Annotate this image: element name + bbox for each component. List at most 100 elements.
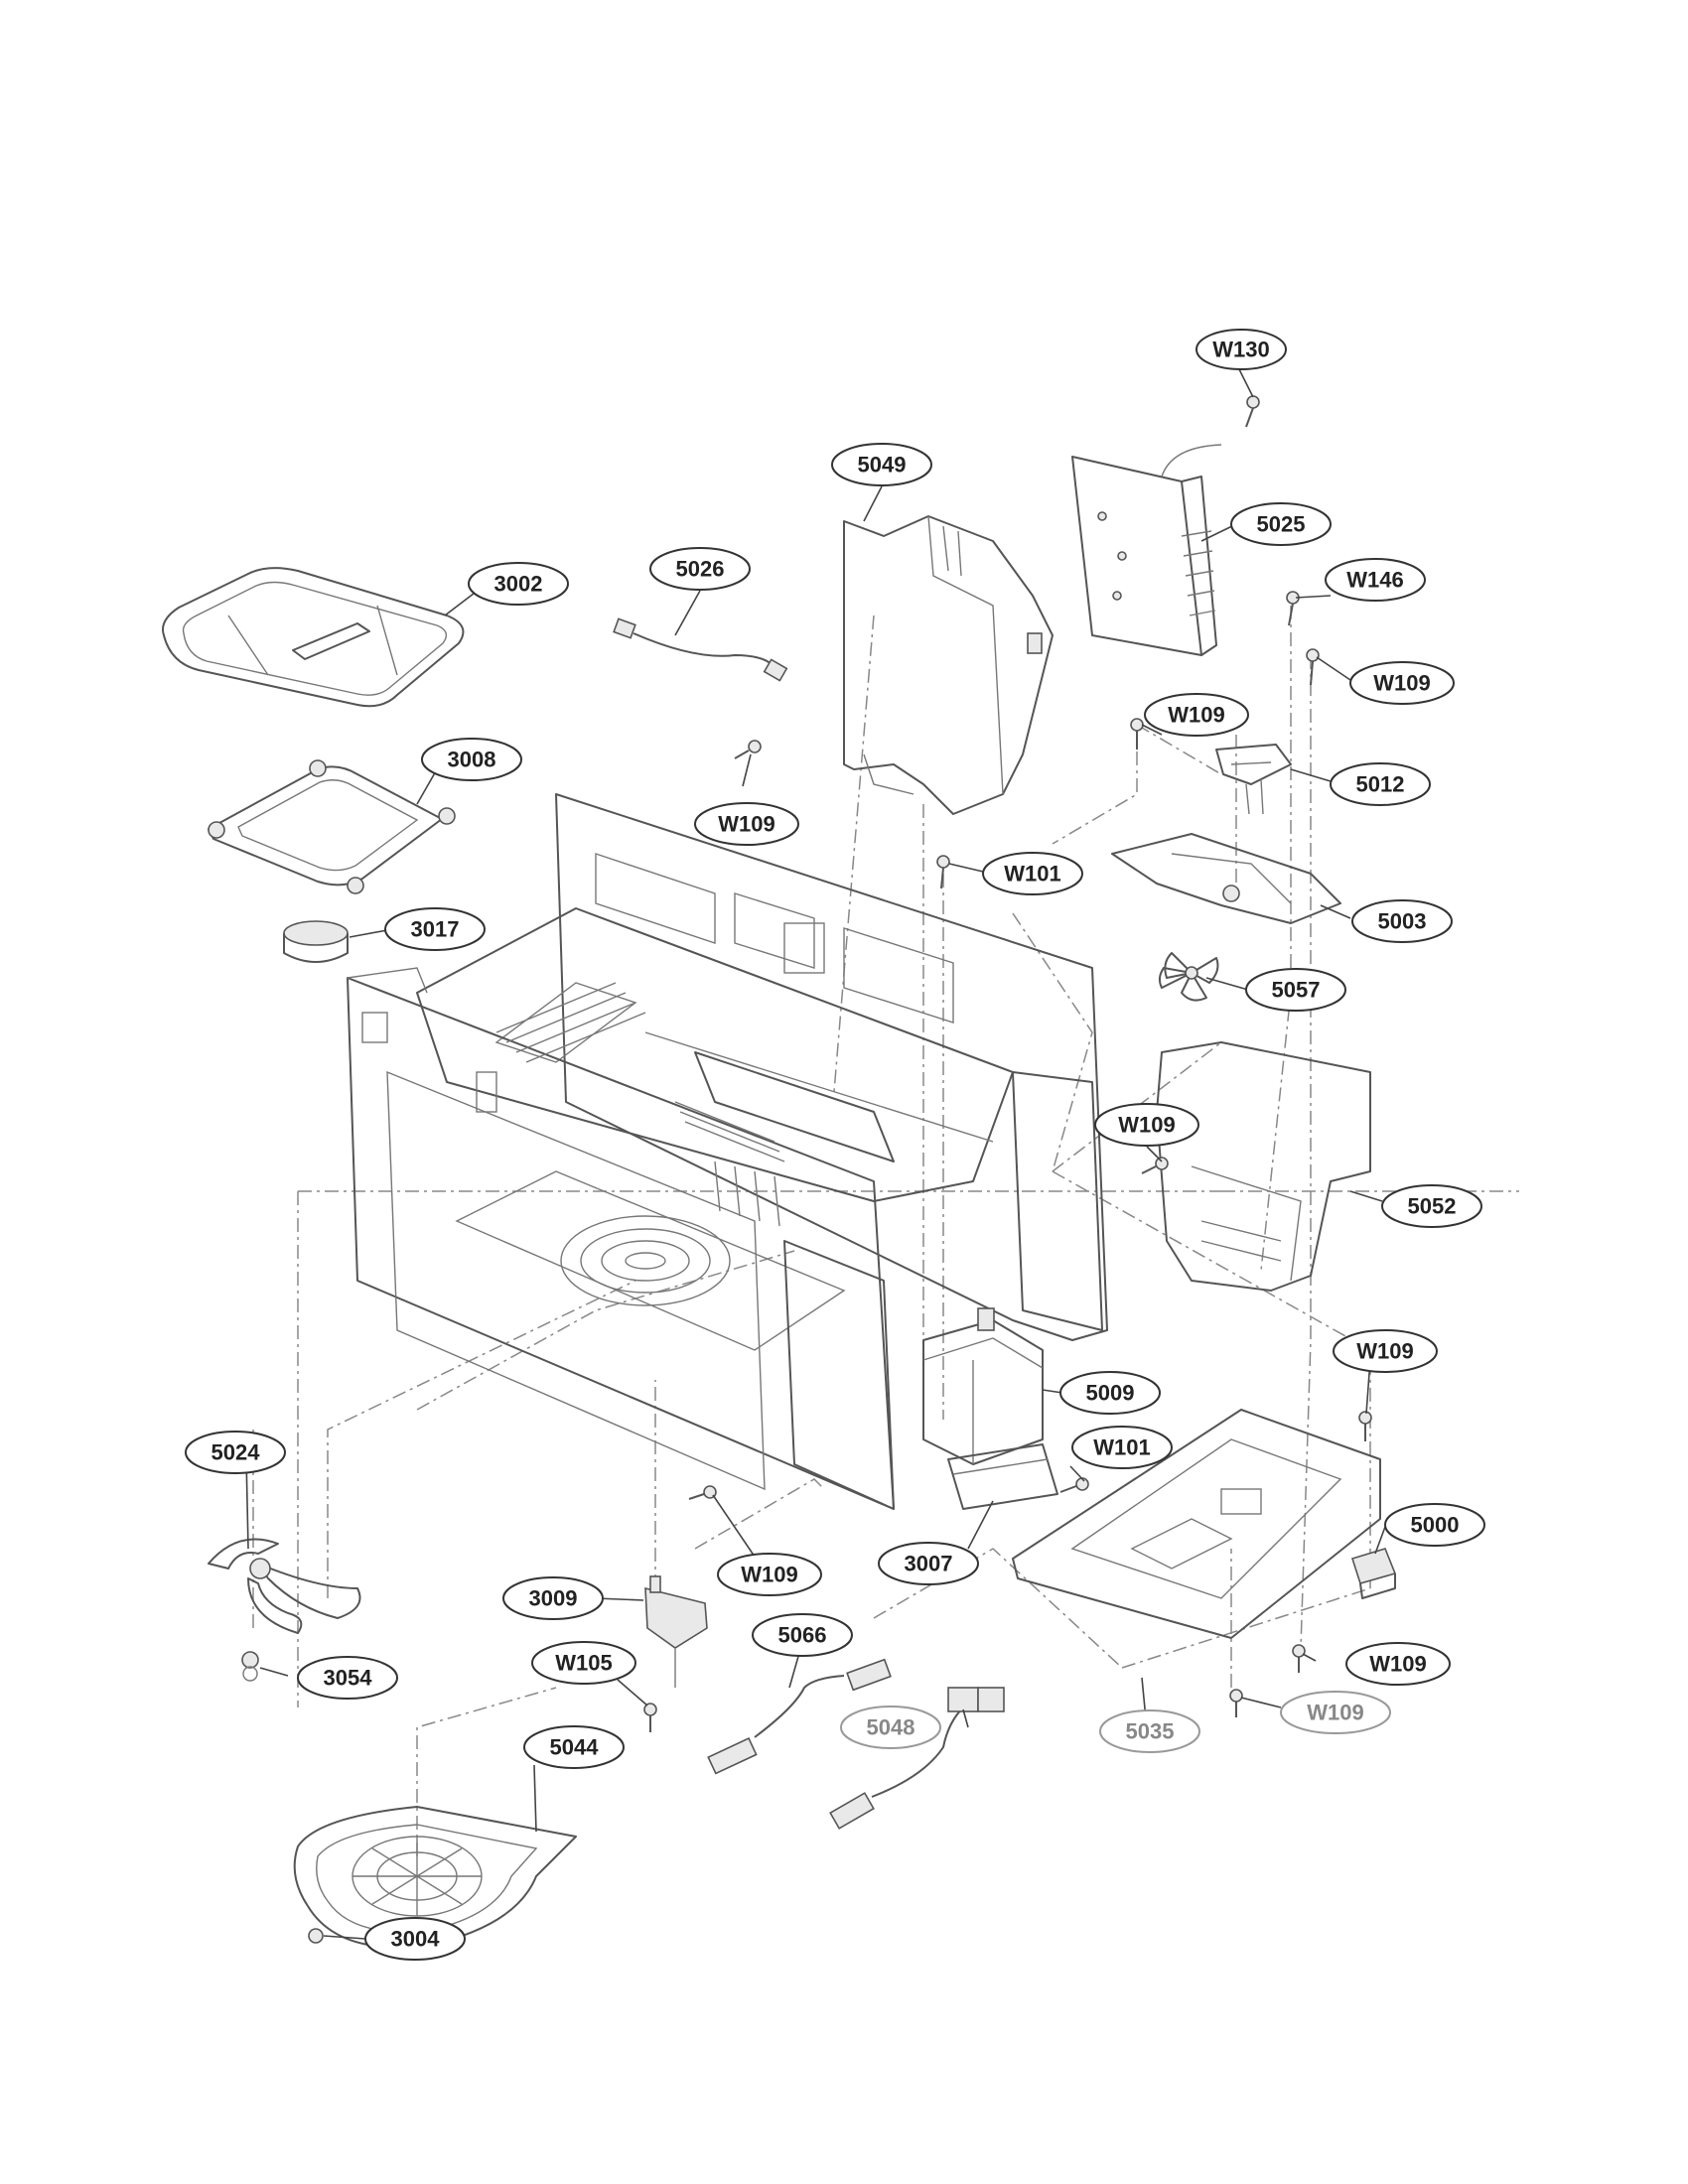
callout-5025: 5025 [1230,502,1332,546]
screw-w109-d [1141,1157,1169,1174]
callout-label: W146 [1346,568,1403,593]
callout-5009: 5009 [1059,1371,1161,1415]
callout-label: W101 [1093,1435,1150,1460]
harness-5066 [707,1658,892,1775]
nut-3054 [241,1651,259,1682]
screws [241,395,1372,1944]
callout-5026: 5026 [649,547,751,591]
callout-label: 5048 [867,1715,915,1740]
screw-w130 [1245,395,1260,428]
callout-labels: W130 5049 5025 5026 3002 W146 W109 W109 … [185,329,1485,1961]
callout-5000: 5000 [1384,1503,1485,1547]
callout-w109-f: W109 [717,1553,822,1596]
callout-w109-c: W109 [694,802,799,846]
callout-5049: 5049 [831,443,932,486]
bracket-5003 [1111,833,1341,924]
callout-label: 5009 [1086,1381,1135,1406]
screw-w109-e [1358,1411,1372,1441]
callout-3054: 3054 [297,1656,398,1700]
callout-3007: 3007 [878,1542,979,1585]
stirrer-5024 [208,1538,361,1634]
pcb-5025 [1071,444,1222,656]
coupler-3017 [283,920,349,963]
callout-3017: 3017 [384,907,486,951]
callout-w109-b: W109 [1144,693,1249,737]
callout-label: W130 [1212,338,1269,362]
callout-label: 3004 [391,1927,441,1952]
callout-label: 5024 [211,1440,261,1465]
screw-w105 [643,1703,657,1732]
magnetron-5009 [922,1307,1044,1465]
callout-label: 3007 [905,1552,953,1576]
callout-5052: 5052 [1381,1184,1482,1228]
callout-w109-d: W109 [1094,1103,1199,1147]
callout-label: 5026 [676,557,725,582]
callout-label: 3008 [448,748,496,772]
callout-w101-b: W101 [1071,1426,1173,1469]
callout-label: W109 [1118,1113,1175,1138]
callout-label: 5025 [1257,512,1306,537]
harness-5026 [613,617,788,682]
callout-label: 5003 [1378,909,1427,934]
callout-label: 5044 [550,1735,600,1760]
callout-5035: 5035 [1099,1709,1200,1753]
callout-label: W109 [1168,703,1224,728]
callout-label: 5049 [858,453,907,478]
duct-5049 [843,515,1054,815]
screw-w109-g [1292,1644,1306,1673]
callout-w101-a: W101 [982,852,1083,895]
fan-blade-5057 [1158,952,1219,1002]
callout-3004: 3004 [364,1917,466,1961]
turntable-motor-3009 [644,1575,708,1688]
screw-w109-a [1306,648,1320,686]
callout-label: W101 [1004,862,1060,887]
callout-5066: 5066 [752,1613,853,1657]
callout-w130: W130 [1196,329,1287,370]
callout-w105: W105 [531,1641,636,1685]
callout-w109-a: W109 [1349,661,1455,705]
roller-ring-3008 [208,759,456,894]
callout-label: 3009 [529,1586,578,1611]
callout-label: 5066 [778,1623,827,1648]
callout-5012: 5012 [1330,762,1431,806]
callout-5057: 5057 [1245,968,1346,1012]
motor-5012 [1215,744,1292,815]
callout-3009: 3009 [502,1576,604,1620]
nut-3004 [308,1928,324,1944]
callout-5048: 5048 [840,1706,941,1749]
callout-5024: 5024 [185,1431,286,1474]
waveguide-3007 [947,1443,1058,1510]
screw-w109-h [1229,1689,1243,1717]
callout-5044: 5044 [523,1725,625,1769]
callout-label: W109 [1307,1701,1363,1725]
base-plate-5035 [1012,1409,1381,1639]
callout-label: W109 [1373,671,1430,696]
callout-w109-g: W109 [1345,1642,1451,1686]
callout-label: 5035 [1126,1719,1175,1744]
callout-w109-e: W109 [1333,1329,1438,1373]
callout-label: 3002 [494,572,543,597]
glass-tray-3002 [162,567,465,708]
callout-label: 5057 [1272,978,1321,1003]
oven-cavity-main [347,793,1108,1510]
callout-3008: 3008 [421,738,522,781]
callout-label: W109 [741,1563,797,1587]
callout-label: 3054 [324,1666,373,1691]
duct-5052 [1156,1041,1371,1292]
screw-w101-a [936,855,950,889]
screw-w146 [1286,591,1300,626]
callout-3002: 3002 [468,562,569,606]
callout-label: 5052 [1408,1194,1457,1219]
leader-lines [245,368,1386,1940]
callout-w109-h: W109 [1280,1691,1391,1734]
screw-w109-f [688,1485,717,1500]
callout-label: 3017 [411,917,460,942]
callout-label: W109 [1369,1652,1426,1677]
callout-w146: W146 [1325,558,1426,602]
callout-label: W109 [1356,1339,1413,1364]
screw-w109-b [1130,718,1144,750]
callout-label: 5012 [1356,772,1405,797]
callout-label: W109 [718,812,774,837]
callout-label: 5000 [1411,1513,1460,1538]
